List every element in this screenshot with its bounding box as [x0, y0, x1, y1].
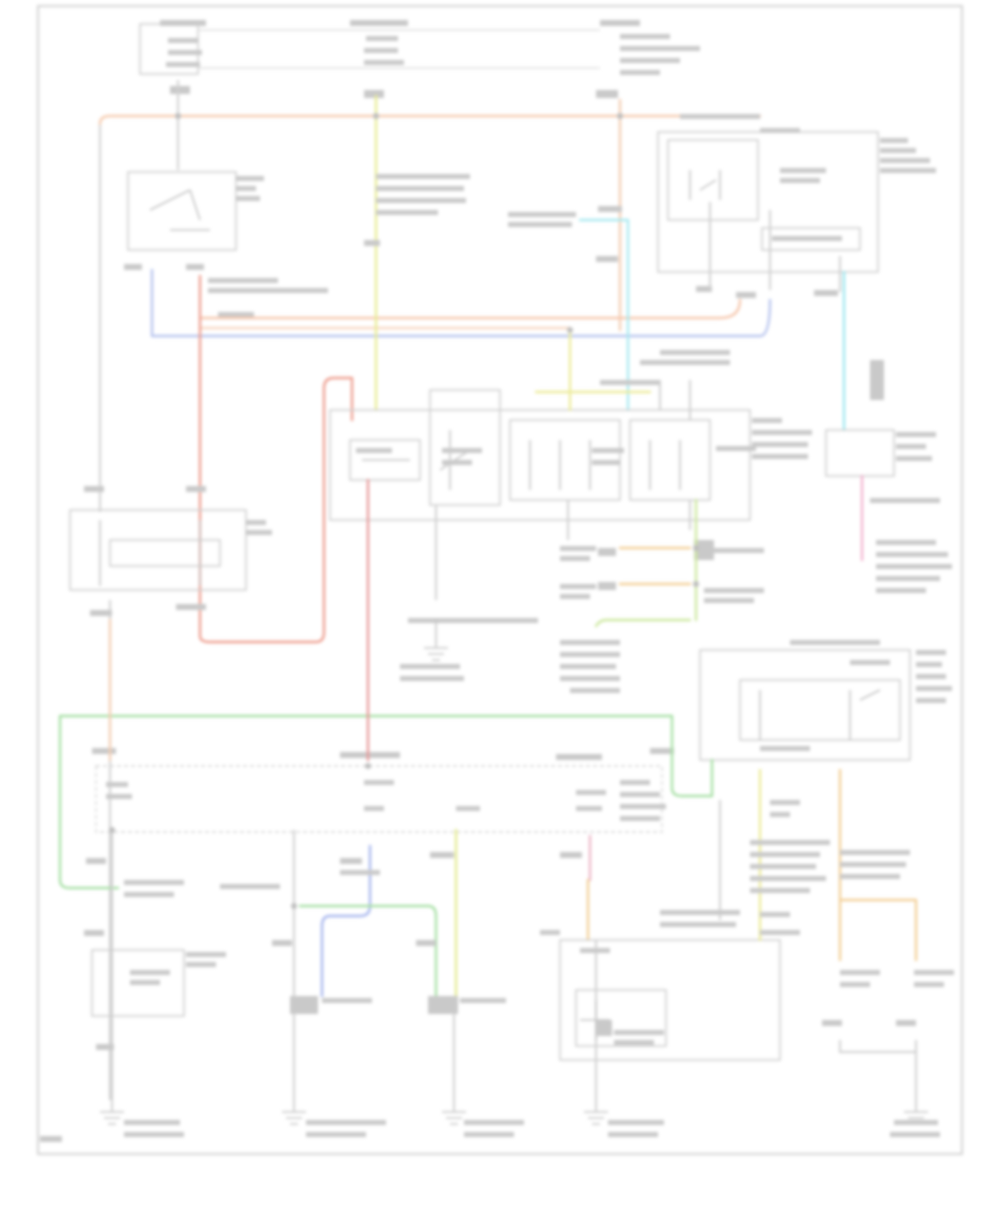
sensor-right: [825, 360, 936, 477]
lamp-bottom-center: [559, 939, 781, 1061]
ground-2: [282, 1100, 386, 1137]
central-relay-module: [329, 350, 812, 521]
wire-orange-harness: [198, 298, 742, 320]
lamp-bottom-left: [84, 930, 226, 1050]
connector-bottom-3: [416, 940, 506, 1014]
relay-left: [124, 171, 264, 270]
lower-junction-box: [95, 765, 663, 833]
top-fuse-left: [139, 20, 206, 94]
ground-3: [442, 1100, 524, 1137]
control-unit-upper-right: [657, 114, 936, 298]
connector-bottom-2: [272, 940, 372, 1014]
diagram-frame: [37, 5, 963, 1155]
wire-blue-harness: [150, 268, 772, 338]
wire-yellow-module: [534, 328, 652, 412]
wire-blue-lower: [320, 844, 372, 998]
wire-salmon-loop: [198, 274, 354, 644]
top-bus-line: [198, 29, 600, 69]
bulb-right-pair: [822, 970, 954, 1026]
top-fuse-right: [596, 20, 700, 98]
wire-orange-sensor: [618, 546, 692, 586]
ground-5: [890, 1100, 940, 1137]
sensor-cluster-center: [560, 540, 764, 693]
ground-4: [584, 1100, 664, 1137]
page-code-mark: [40, 1136, 62, 1142]
wire-green-lower: [298, 904, 438, 998]
wire-green-left: [58, 878, 120, 890]
wire-gray-module-drops: [435, 380, 691, 600]
ground-1: [100, 1100, 184, 1137]
wire-gray-lower-drops: [111, 800, 721, 1100]
wire-cyan-left: [578, 218, 630, 412]
top-fuse-middle: [350, 20, 408, 98]
wire-green-loop: [58, 714, 714, 882]
wire-peach-top: [98, 114, 762, 126]
relay-left-middle: [69, 486, 272, 616]
wire-lime-sensor: [594, 498, 698, 628]
ground-center-upper: [400, 620, 464, 681]
module-right-middle: [699, 640, 952, 761]
